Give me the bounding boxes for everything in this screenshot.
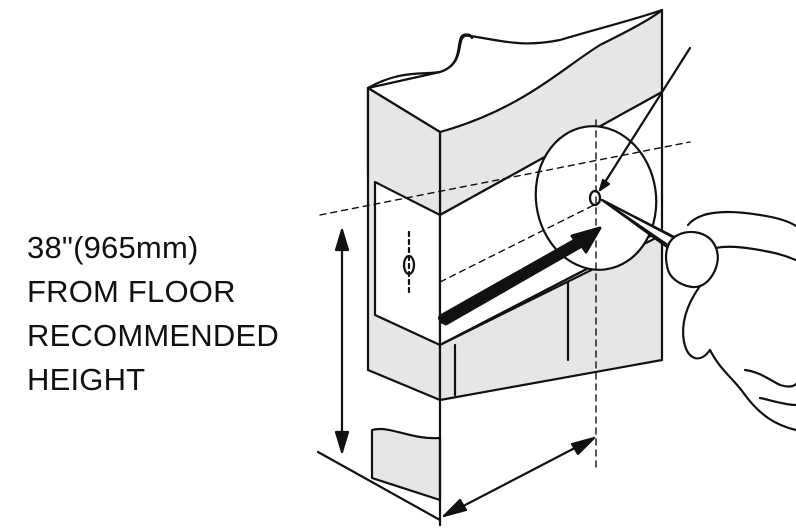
floor-line bbox=[316, 450, 442, 522]
hand-icon bbox=[665, 210, 796, 432]
height-value: 38"(965mm) bbox=[27, 230, 199, 265]
height-caption: HEIGHT bbox=[27, 362, 146, 397]
height-reference: FROM FLOOR bbox=[27, 274, 236, 309]
height-instruction: 38"(965mm) FROM FLOOR RECOMMENDED HEIGHT bbox=[27, 226, 279, 402]
door-lower bbox=[438, 233, 664, 402]
height-recommendation: RECOMMENDED bbox=[27, 318, 279, 353]
arrow-icon bbox=[438, 226, 602, 326]
height-guideline bbox=[319, 141, 691, 216]
bore-center-mark bbox=[588, 189, 602, 207]
leader-line bbox=[598, 46, 692, 192]
backset-dimension bbox=[442, 436, 596, 518]
height-dimension bbox=[334, 228, 350, 454]
door-bottom bbox=[370, 427, 442, 502]
